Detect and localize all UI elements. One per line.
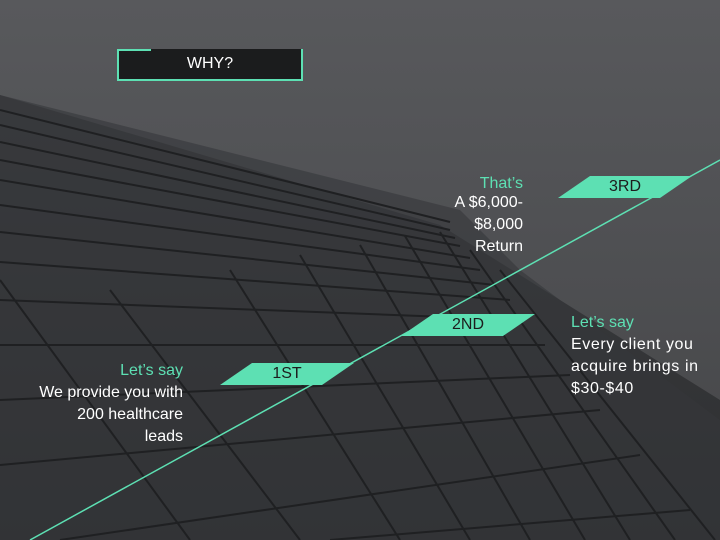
third-line-1: A $6,000-: [454, 194, 524, 211]
third-line-3: Return: [474, 238, 523, 255]
second-text-block: Let’s say Every client you acquire bring…: [571, 314, 699, 400]
third-heading: That’s: [479, 175, 523, 192]
first-line-2: 200 healthcare: [77, 406, 183, 423]
first-text-block: Let’s say We provide you with 200 health…: [39, 362, 183, 448]
first-heading: Let’s say: [120, 362, 183, 379]
first-line-3: leads: [144, 428, 183, 445]
second-heading: Let’s say: [571, 314, 634, 331]
step-3rd-label: 3RD: [608, 178, 641, 195]
step-2nd-label: 2ND: [451, 316, 484, 333]
header-title: WHY?: [186, 55, 234, 72]
second-line-3: $30-$40: [571, 380, 634, 397]
step-2nd: 2ND: [401, 314, 535, 336]
header-title-box: WHY?: [117, 49, 303, 81]
second-line-1: Every client you: [571, 336, 694, 353]
first-line-1: We provide you with: [39, 384, 183, 401]
step-1st: 1ST: [220, 363, 354, 385]
third-text-block: That’s A $6,000- $8,000 Return: [455, 175, 524, 258]
step-1st-label: 1ST: [272, 365, 302, 382]
step-3rd: 3RD: [558, 176, 692, 198]
third-line-2: $8,000: [474, 216, 523, 233]
second-line-2: acquire brings in: [571, 358, 699, 375]
